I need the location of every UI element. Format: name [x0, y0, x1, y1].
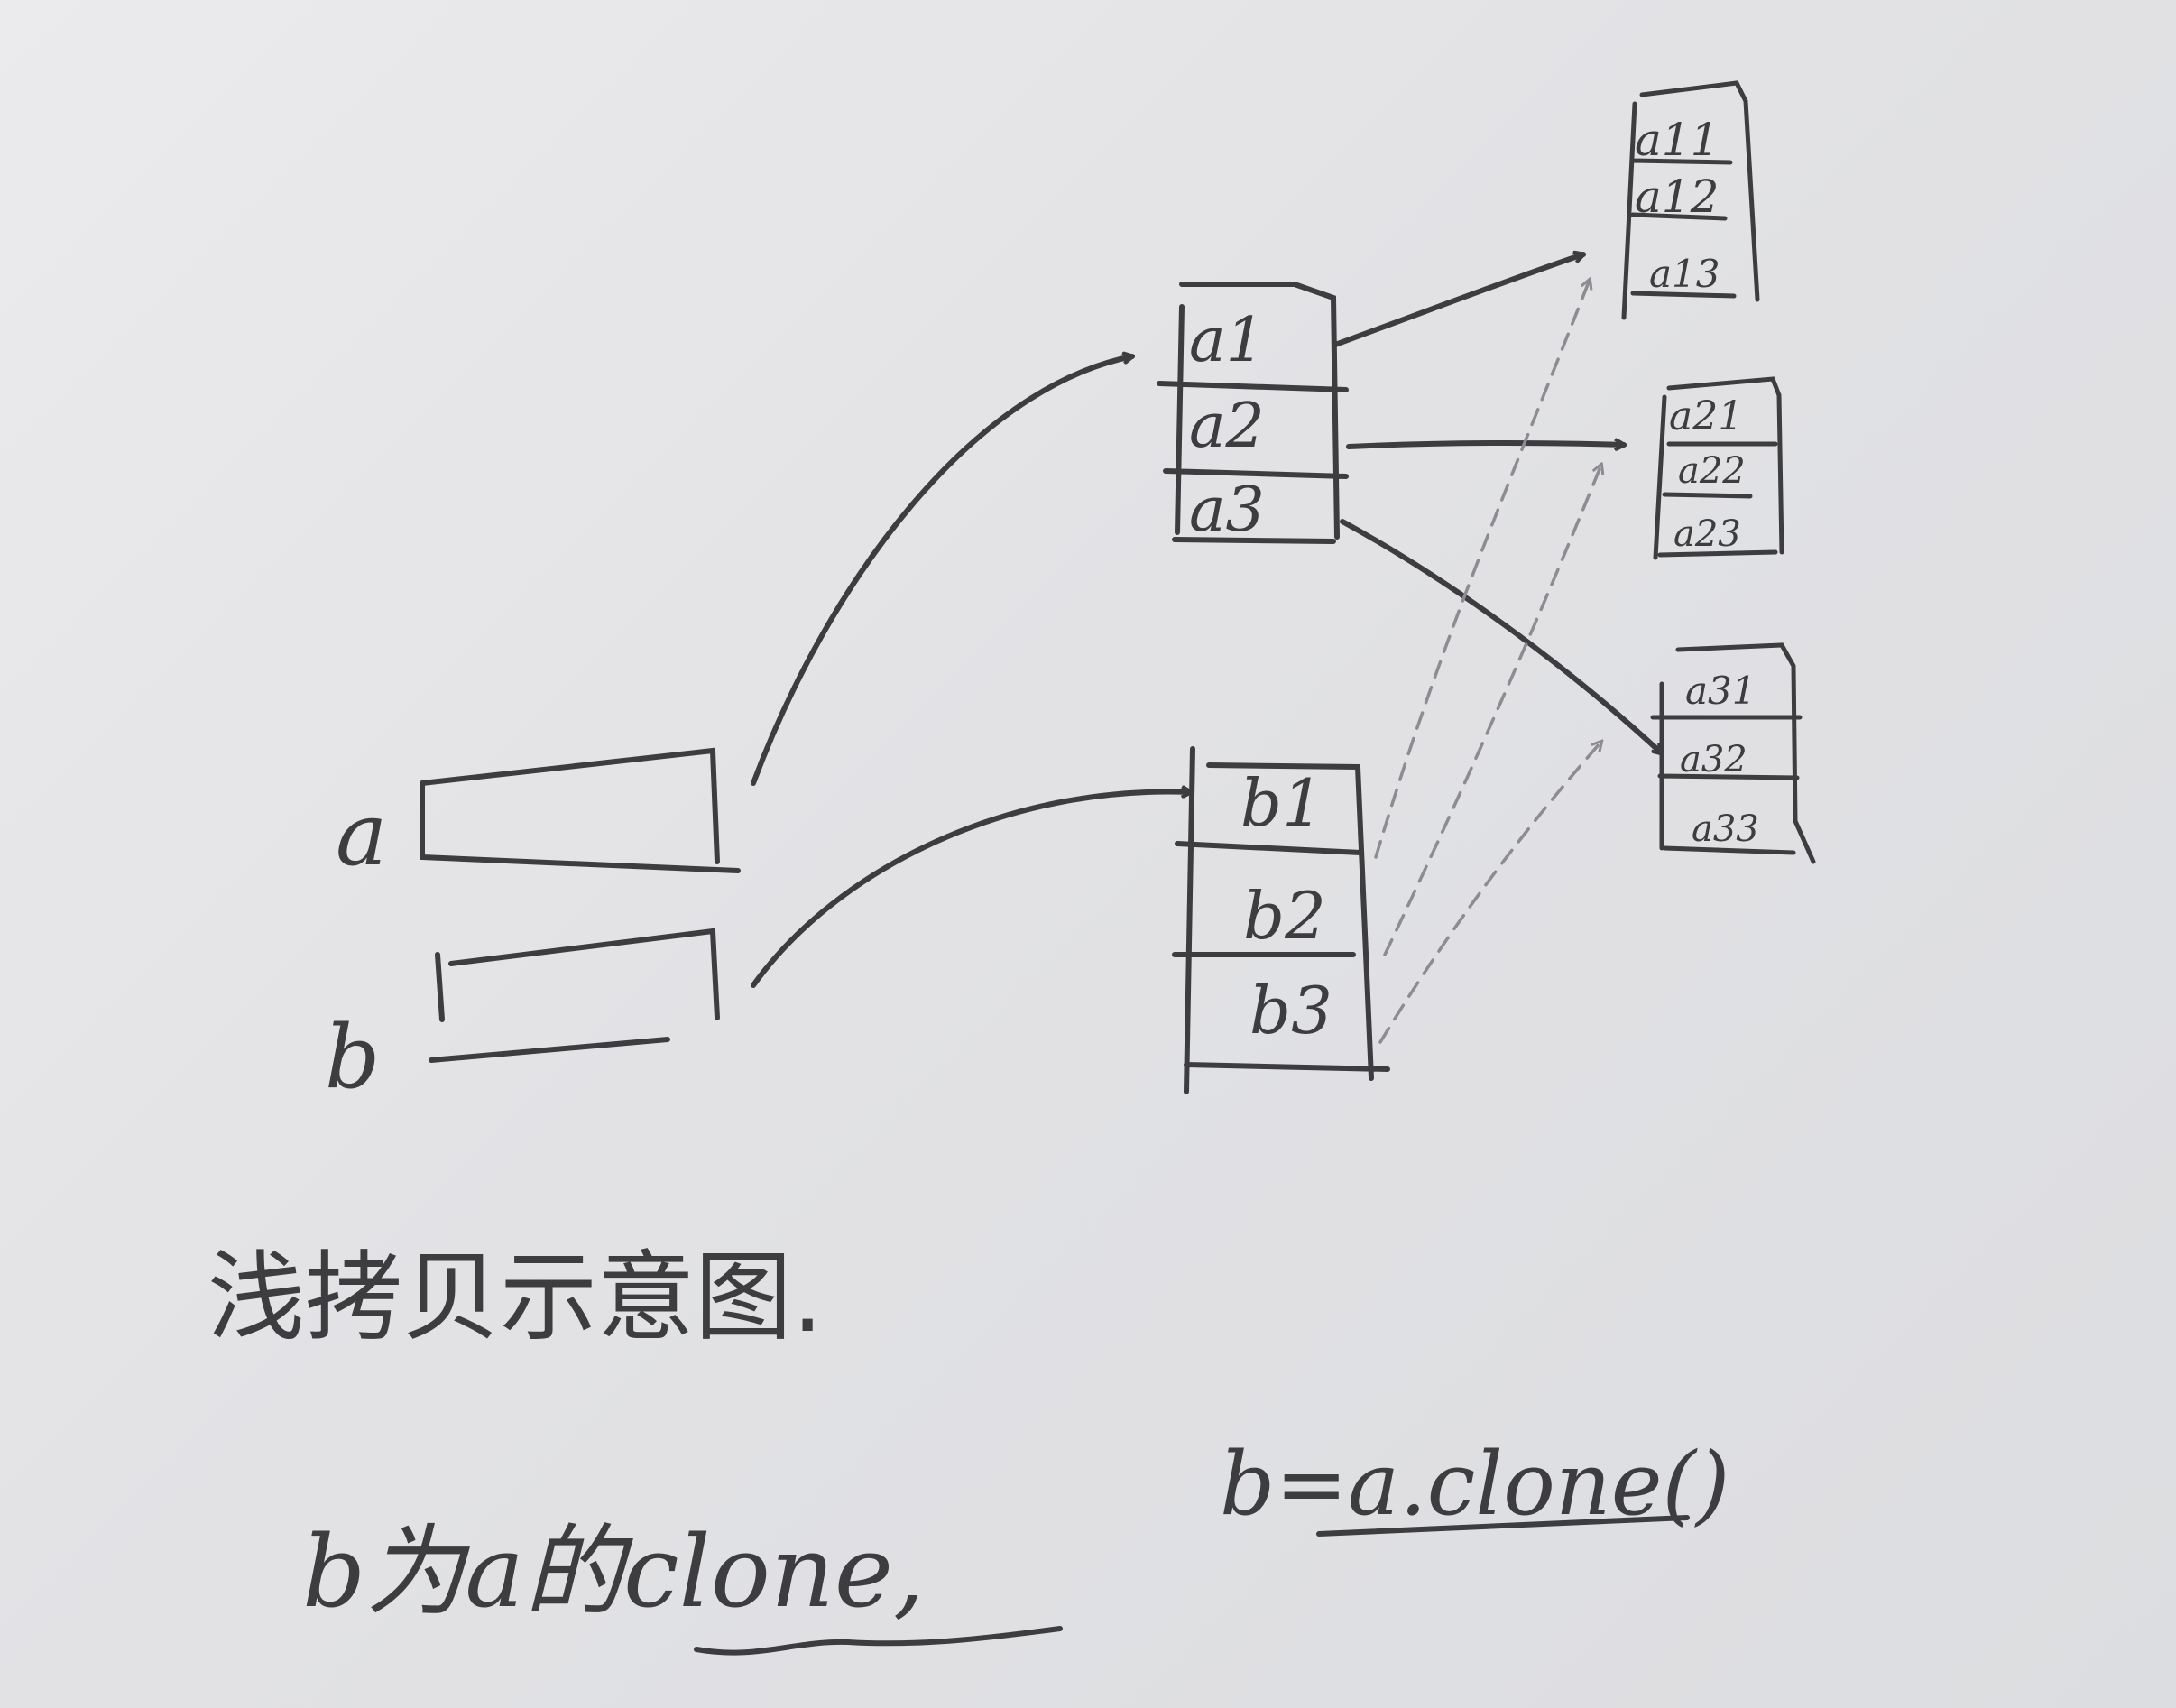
array-b-cell-1: b1: [1240, 765, 1323, 841]
diagram-caption: 浅拷贝示意图.: [207, 1242, 823, 1354]
sub-array-1: a11 a12 a13: [1621, 80, 1760, 320]
array-b-frame: [1172, 746, 1390, 1094]
sub-array-2-cell-3: a23: [1673, 513, 1741, 555]
sub-array-1-cell-2: a12: [1635, 171, 1719, 223]
arrow-a2-to-sub-array-2: [1346, 443, 1624, 447]
clone-code-underline: [1316, 1515, 1690, 1537]
arrow-b2-to-sub-array-2: [1383, 465, 1601, 956]
arrow-a1-to-sub-array-1: [1332, 254, 1583, 347]
array-a: a1 a2 a3: [1157, 282, 1349, 546]
clone-note: b为a的clone,: [302, 1514, 925, 1630]
array-b-cell-2: b2: [1243, 878, 1326, 954]
variable-b: b: [325, 928, 720, 1108]
array-a-frame: [1157, 282, 1349, 544]
sub-array-3-cell-2: a32: [1680, 739, 1747, 780]
variable-b-label: b: [325, 1007, 380, 1108]
array-b: b1 b2 b3: [1172, 746, 1390, 1094]
array-a-cell-2: a2: [1189, 391, 1265, 462]
arrow-b1-to-sub-array-1: [1374, 280, 1590, 859]
sub-array-1-cell-1: a11: [1635, 114, 1719, 166]
array-a-cell-1: a1: [1189, 305, 1265, 376]
array-a-cell-3: a3: [1189, 475, 1265, 546]
arrow-a-to-array-a: [751, 356, 1132, 786]
variable-a-label: a: [336, 784, 387, 885]
arrow-b-to-array-b: [751, 792, 1191, 988]
sub-array-3: a31 a32 a33: [1650, 642, 1816, 864]
sub-array-2-cell-1: a21: [1669, 393, 1743, 439]
sub-array-1-cell-3: a13: [1649, 252, 1720, 296]
variable-a: a: [336, 747, 741, 885]
sub-array-3-frame: [1650, 642, 1816, 864]
sub-array-2-cell-2: a22: [1678, 450, 1746, 492]
clone-note-underline: [694, 1626, 1063, 1656]
array-b-cell-3: b3: [1249, 973, 1332, 1048]
sub-array-3-cell-3: a33: [1692, 808, 1759, 850]
variable-a-box: [420, 747, 741, 873]
sub-array-3-cell-1: a31: [1685, 669, 1756, 713]
arrow-a3-to-sub-array-3: [1340, 519, 1662, 753]
sub-array-1-frame: [1621, 80, 1760, 320]
sub-array-2: a21 a22 a23: [1653, 376, 1784, 560]
variable-b-box: [429, 928, 720, 1063]
sub-array-2-frame: [1653, 376, 1784, 560]
